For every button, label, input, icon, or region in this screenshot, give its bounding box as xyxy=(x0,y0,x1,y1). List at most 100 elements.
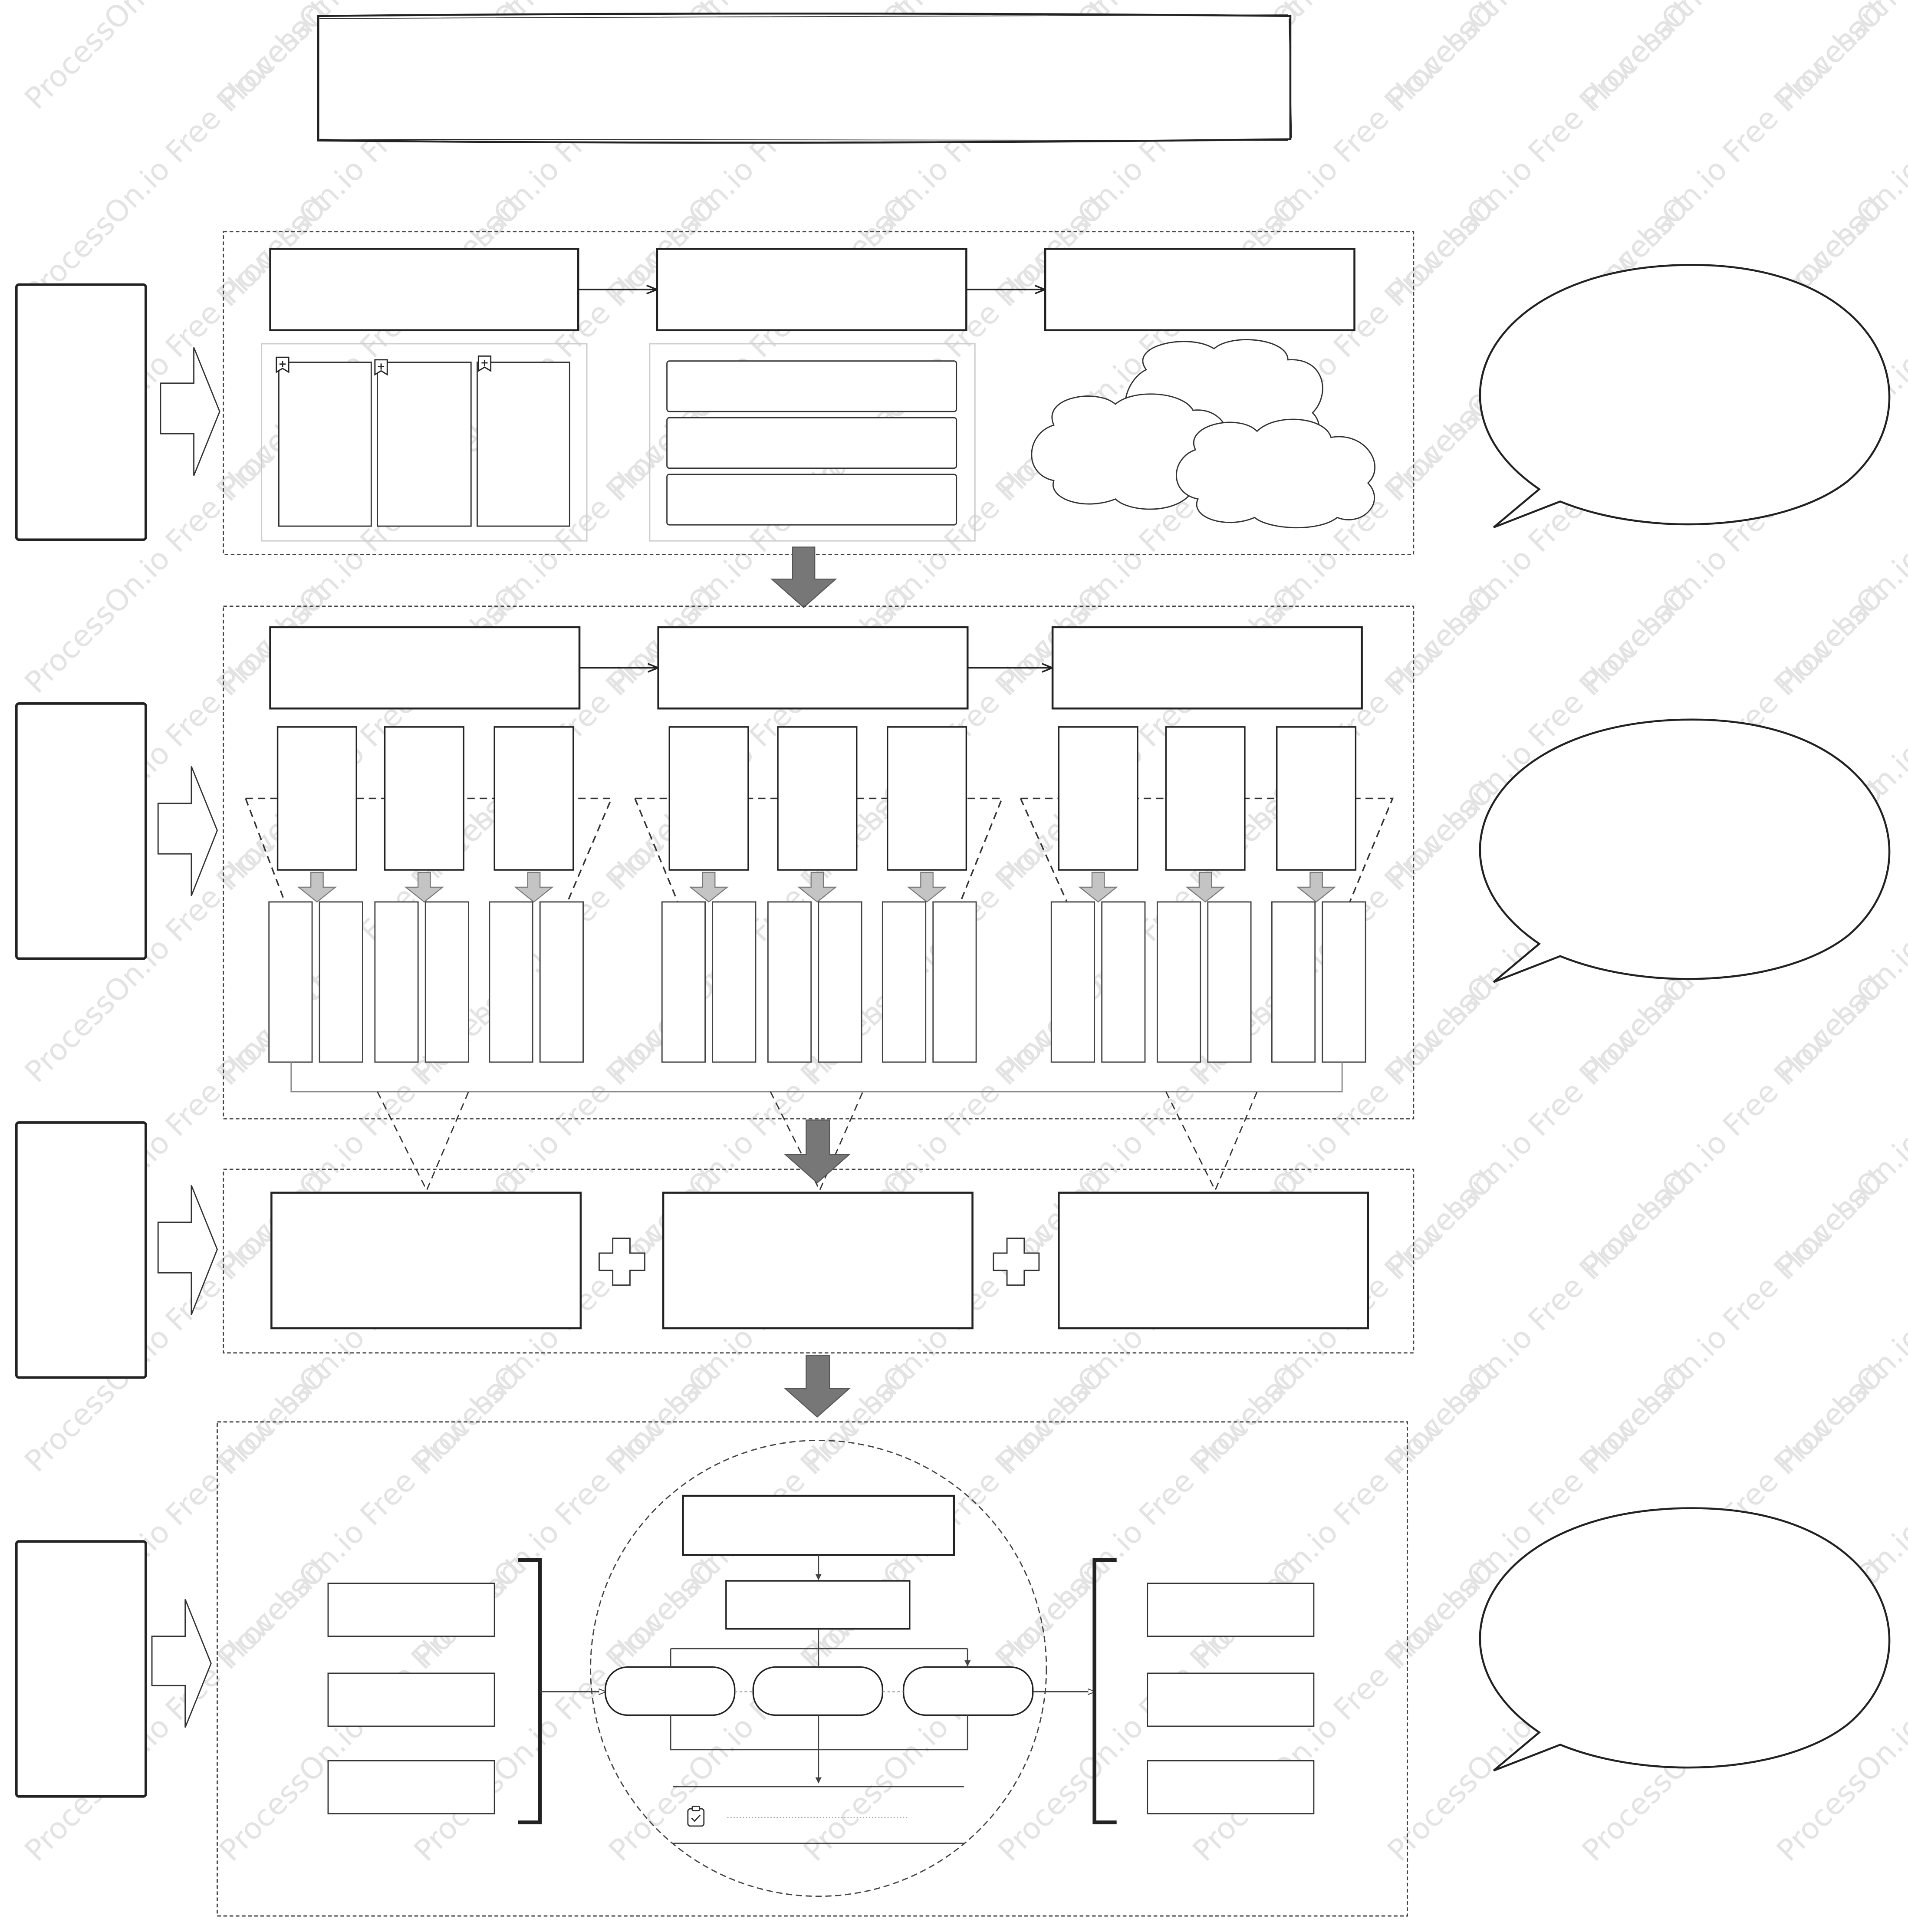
card-1[interactable] xyxy=(278,362,372,527)
detail-bar-1-1-b[interactable] xyxy=(319,901,363,1063)
section-4-container xyxy=(217,1421,1408,1917)
detail-bar-3-3-a[interactable] xyxy=(1271,901,1316,1063)
detail-bar-3-2-b[interactable] xyxy=(1207,901,1252,1063)
result-box-2[interactable] xyxy=(662,1191,974,1330)
input-item-2[interactable] xyxy=(327,1672,495,1727)
detail-bar-2-2-b[interactable] xyxy=(818,901,862,1063)
detail-bar-2-1-a[interactable] xyxy=(661,901,706,1063)
detail-bar-2-1-b[interactable] xyxy=(712,901,757,1063)
down-arrow-icon xyxy=(689,872,729,903)
down-arrow-icon xyxy=(770,546,837,608)
plus-icon xyxy=(599,1238,645,1286)
detail-bar-1-3-a[interactable] xyxy=(489,901,533,1063)
detail-bar-2-3-a[interactable] xyxy=(882,901,927,1063)
right-arrow-icon xyxy=(157,1185,218,1315)
bookmark-plus-icon xyxy=(276,356,289,373)
column-box-3-3[interactable] xyxy=(1276,726,1357,871)
result-box-1[interactable] xyxy=(270,1191,582,1330)
down-arrow-icon xyxy=(784,1119,851,1184)
funnel-outline xyxy=(634,797,1003,906)
detail-bar-3-1-b[interactable] xyxy=(1101,901,1146,1063)
right-arrow-icon xyxy=(151,1599,212,1728)
speech-bubble-icon[interactable] xyxy=(1479,264,1891,529)
step-box-2-3[interactable] xyxy=(1051,626,1363,710)
down-arrow-icon xyxy=(514,872,554,903)
detail-bar-2-2-a[interactable] xyxy=(767,901,812,1063)
speech-bubble-icon[interactable] xyxy=(1479,718,1891,983)
process-pill-1[interactable] xyxy=(604,1666,736,1716)
merge-bracket-line xyxy=(290,1062,1343,1093)
right-bracket xyxy=(518,1558,542,1824)
right-arrow-icon xyxy=(160,347,220,476)
card-panel xyxy=(261,343,588,542)
column-box-3-2[interactable] xyxy=(1165,726,1246,871)
stage-label-box-2[interactable] xyxy=(15,702,147,960)
stage-label-box-1[interactable] xyxy=(15,283,147,541)
detail-bar-1-2-a[interactable] xyxy=(374,901,419,1063)
down-arrow-icon xyxy=(1078,872,1118,903)
detail-bar-3-1-a[interactable] xyxy=(1050,901,1095,1063)
process-sub-box[interactable] xyxy=(725,1580,911,1630)
funnel-outline xyxy=(1020,797,1394,906)
merge-lines xyxy=(670,1715,968,1783)
speech-bubble-icon[interactable] xyxy=(1479,1507,1891,1772)
input-item-3[interactable] xyxy=(327,1760,495,1814)
detail-bar-1-2-b[interactable] xyxy=(424,901,469,1063)
down-arrow-icon xyxy=(797,872,837,903)
branch-lines xyxy=(670,1629,968,1666)
section-2-container xyxy=(223,606,1415,1119)
cloud-icon xyxy=(1176,418,1376,529)
left-bracket xyxy=(1092,1558,1117,1824)
detail-bar-2-3-b[interactable] xyxy=(932,901,977,1063)
column-box-1-3[interactable] xyxy=(493,726,574,871)
process-circle xyxy=(590,1439,1047,1897)
stage-label-box-3[interactable] xyxy=(15,1121,147,1379)
step-box-2-2[interactable] xyxy=(657,626,969,710)
list-row-1[interactable] xyxy=(666,360,957,412)
stage-label-box-4[interactable] xyxy=(15,1540,147,1798)
title-box[interactable] xyxy=(317,12,1292,144)
process-head-box[interactable] xyxy=(682,1494,955,1556)
column-box-1-2[interactable] xyxy=(384,726,464,871)
down-arrow-icon xyxy=(404,872,444,903)
down-arrow-icon xyxy=(907,872,947,903)
section-1-container xyxy=(223,231,1415,555)
column-box-2-1[interactable] xyxy=(668,726,749,871)
step-box-1-1[interactable] xyxy=(269,248,579,332)
clipboard-check-icon xyxy=(687,1806,705,1827)
column-box-3-1[interactable] xyxy=(1058,726,1138,871)
right-arrow-icon xyxy=(157,766,218,896)
output-item-3[interactable] xyxy=(1147,1760,1315,1814)
output-item-1[interactable] xyxy=(1147,1583,1315,1637)
step-box-2-1[interactable] xyxy=(269,626,581,710)
card-3[interactable] xyxy=(477,362,570,527)
process-pill-2[interactable] xyxy=(752,1666,884,1716)
input-item-1[interactable] xyxy=(327,1583,495,1637)
bookmark-plus-icon xyxy=(374,359,388,376)
detail-bar-3-2-a[interactable] xyxy=(1156,901,1201,1063)
list-row-3[interactable] xyxy=(666,474,957,526)
section-2-groups xyxy=(245,726,1394,1063)
output-item-2[interactable] xyxy=(1147,1672,1315,1727)
column-box-2-2[interactable] xyxy=(777,726,858,871)
step-box-1-3[interactable] xyxy=(1044,248,1355,332)
column-box-1-1[interactable] xyxy=(276,726,357,871)
detail-bar-1-1-a[interactable] xyxy=(268,901,313,1063)
plus-icon xyxy=(993,1238,1040,1286)
step-box-1-2[interactable] xyxy=(656,248,967,332)
branch-arrows xyxy=(670,1658,967,1666)
process-pill-3[interactable] xyxy=(902,1666,1034,1716)
list-panel xyxy=(649,343,976,542)
down-arrow-icon xyxy=(1296,872,1336,903)
card-2[interactable] xyxy=(377,362,472,527)
down-arrow-icon xyxy=(784,1355,851,1418)
detail-bar-3-3-b[interactable] xyxy=(1322,901,1366,1063)
list-row-2[interactable] xyxy=(666,417,957,469)
bookmark-plus-icon xyxy=(477,355,492,372)
down-arrow-icon xyxy=(1185,872,1225,903)
down-arrow-icon xyxy=(297,872,337,903)
detail-bar-1-3-b[interactable] xyxy=(539,901,584,1063)
result-box-3[interactable] xyxy=(1058,1191,1369,1330)
column-box-2-3[interactable] xyxy=(887,726,967,871)
